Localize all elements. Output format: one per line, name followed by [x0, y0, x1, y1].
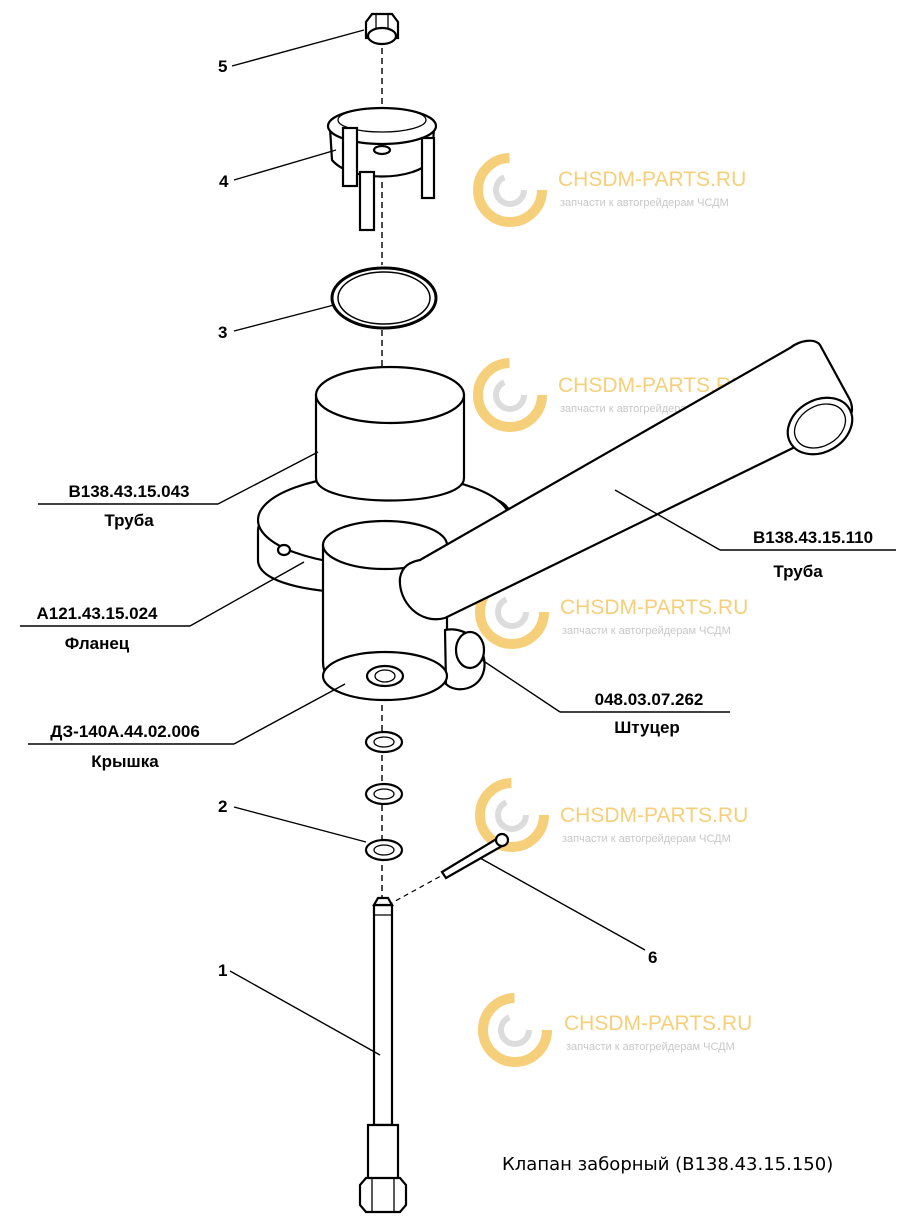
- watermark-subtitle: запчасти к автогрейдерам ЧСДМ: [560, 197, 729, 209]
- watermark-logo-icon: [475, 778, 549, 852]
- leader-lines: [20, 29, 896, 1056]
- part-name-upper-pipe: Труба: [104, 511, 154, 530]
- part-name-long-pipe: Труба: [773, 562, 823, 581]
- part-cotter-pin: [440, 832, 510, 880]
- watermark-brand: CHSDM-PARTS.RU: [560, 804, 748, 827]
- watermark-logo-icon: [473, 153, 547, 227]
- part-bolt: [358, 896, 408, 1214]
- part-code-cover: ДЗ-140А.44.02.006: [50, 722, 200, 741]
- watermark-3: CHSDM-PARTS.RU запчасти к автогрейдерам …: [475, 575, 748, 649]
- watermark-1: CHSDM-PARTS.RU запчасти к автогрейдерам …: [473, 153, 746, 227]
- callout-1: 1: [218, 961, 227, 980]
- watermark-brand: CHSDM-PARTS.RU: [564, 1012, 752, 1035]
- watermark-brand: CHSDM-PARTS.RU: [558, 168, 746, 191]
- watermark-logo-icon: [478, 993, 552, 1067]
- watermark-brand: CHSDM-PARTS.RU: [560, 596, 748, 619]
- part-fitting: [443, 628, 486, 691]
- part-long-pipe: [398, 339, 854, 621]
- watermark-4: CHSDM-PARTS.RU запчасти к автогрейдерам …: [475, 778, 748, 852]
- diagram-caption: Клапан заборный (В138.43.15.150): [502, 1154, 833, 1175]
- numbered-callouts: 5 4 3 2 6 1: [218, 57, 657, 980]
- watermark-5: CHSDM-PARTS.RU запчасти к автогрейдерам …: [478, 993, 752, 1067]
- watermark-subtitle: запчасти к автогрейдерам ЧСДМ: [566, 1041, 735, 1053]
- part-code-long-pipe: В138.43.15.110: [753, 528, 873, 547]
- part-cover: [321, 650, 449, 702]
- part-name-cover: Крышка: [91, 752, 159, 771]
- part-name-flange: Фланец: [65, 634, 130, 653]
- callout-4: 4: [219, 172, 229, 191]
- callout-2: 2: [218, 797, 227, 816]
- watermark-logo-icon: [473, 358, 547, 432]
- watermark-brand: CHSDM-PARTS.RU: [558, 374, 746, 397]
- part-upper-cylinder: [314, 365, 466, 502]
- part-code-fitting: 048.03.07.262: [595, 690, 704, 709]
- watermark-subtitle: запчасти к автогрейдерам ЧСДМ: [562, 833, 731, 845]
- part-washers: [364, 730, 404, 862]
- callout-6: 6: [648, 948, 657, 967]
- part-code-flange: А121.43.15.024: [37, 604, 159, 623]
- callout-5: 5: [218, 57, 227, 76]
- part-o-ring: [330, 266, 438, 330]
- watermark-subtitle: запчасти к автогрейдерам ЧСДМ: [562, 625, 731, 637]
- part-castle-nut: [364, 12, 400, 46]
- watermark-logo-icon: [475, 575, 549, 649]
- callout-3: 3: [218, 323, 227, 342]
- part-valve-plate: [326, 106, 438, 232]
- part-code-upper-pipe: В138.43.15.043: [69, 482, 190, 501]
- part-name-fitting: Штуцер: [614, 718, 680, 737]
- part-labels: В138.43.15.043 Труба А121.43.15.024 Флан…: [37, 482, 874, 771]
